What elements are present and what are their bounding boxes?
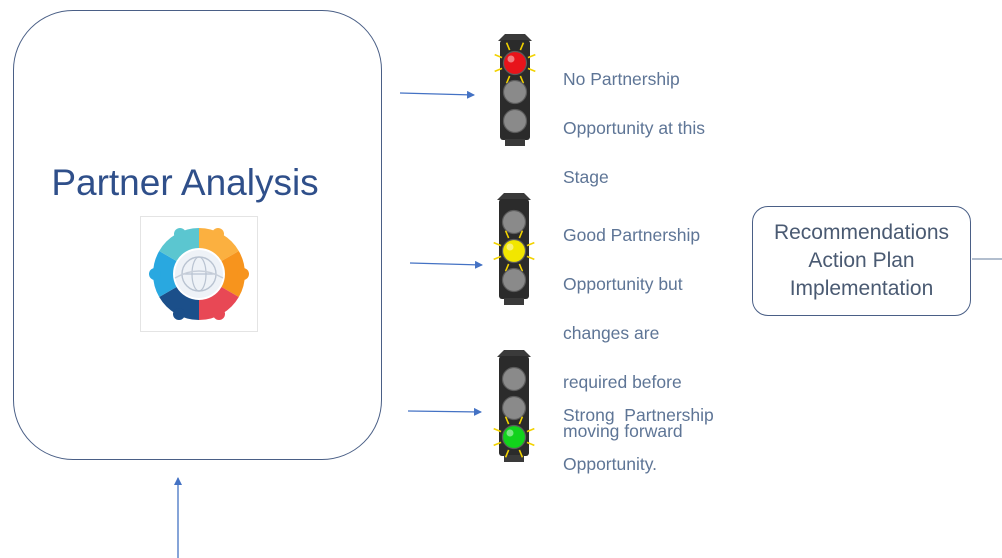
arrow-to-red-light (399, 90, 475, 99)
traffic-light-green (484, 350, 544, 464)
traffic-light-visor (498, 34, 532, 41)
partner-analysis-title: Partner Analysis (51, 162, 319, 203)
lamp-off (502, 108, 528, 134)
lamp-off (501, 395, 527, 421)
puzzle-globe-icon (140, 216, 258, 332)
lamp-highlight (506, 429, 514, 437)
lamp-off (501, 366, 527, 392)
yellow-light-caption: Good Partnership Opportunity but changes… (563, 224, 701, 441)
traffic-light-base (504, 298, 524, 305)
traffic-light-yellow (484, 193, 544, 307)
lamp-yellow-on (501, 238, 527, 264)
traffic-light-visor (497, 193, 531, 200)
lamp-off (501, 267, 527, 293)
arrow-to-yellow-light (409, 260, 483, 269)
traffic-light-base (505, 139, 525, 146)
lamp-off (502, 79, 528, 105)
recommendations-box: Recommendations Action Plan Implementati… (752, 206, 971, 316)
implementation-line: Implementation (789, 277, 934, 300)
traffic-light-glow (493, 416, 535, 458)
traffic-light-red (485, 34, 545, 148)
traffic-light-glow (493, 230, 535, 272)
action-plan-line: Action Plan (808, 249, 915, 272)
green-light-caption: Strong Partnership Opportunity. (563, 404, 714, 474)
recommendations-line: Recommendations (773, 221, 950, 244)
traffic-light-glow (494, 42, 536, 84)
traffic-light-base (504, 455, 524, 462)
lamp-green-on (501, 424, 527, 450)
lamp-highlight (507, 55, 515, 63)
arrow-to-green-light (407, 407, 482, 416)
traffic-light-visor (497, 350, 531, 357)
lamp-highlight (506, 243, 514, 251)
red-light-caption: No Partnership Opportunity at this Stage (563, 68, 706, 187)
lamp-off (501, 209, 527, 235)
lamp-red-on (502, 50, 528, 76)
